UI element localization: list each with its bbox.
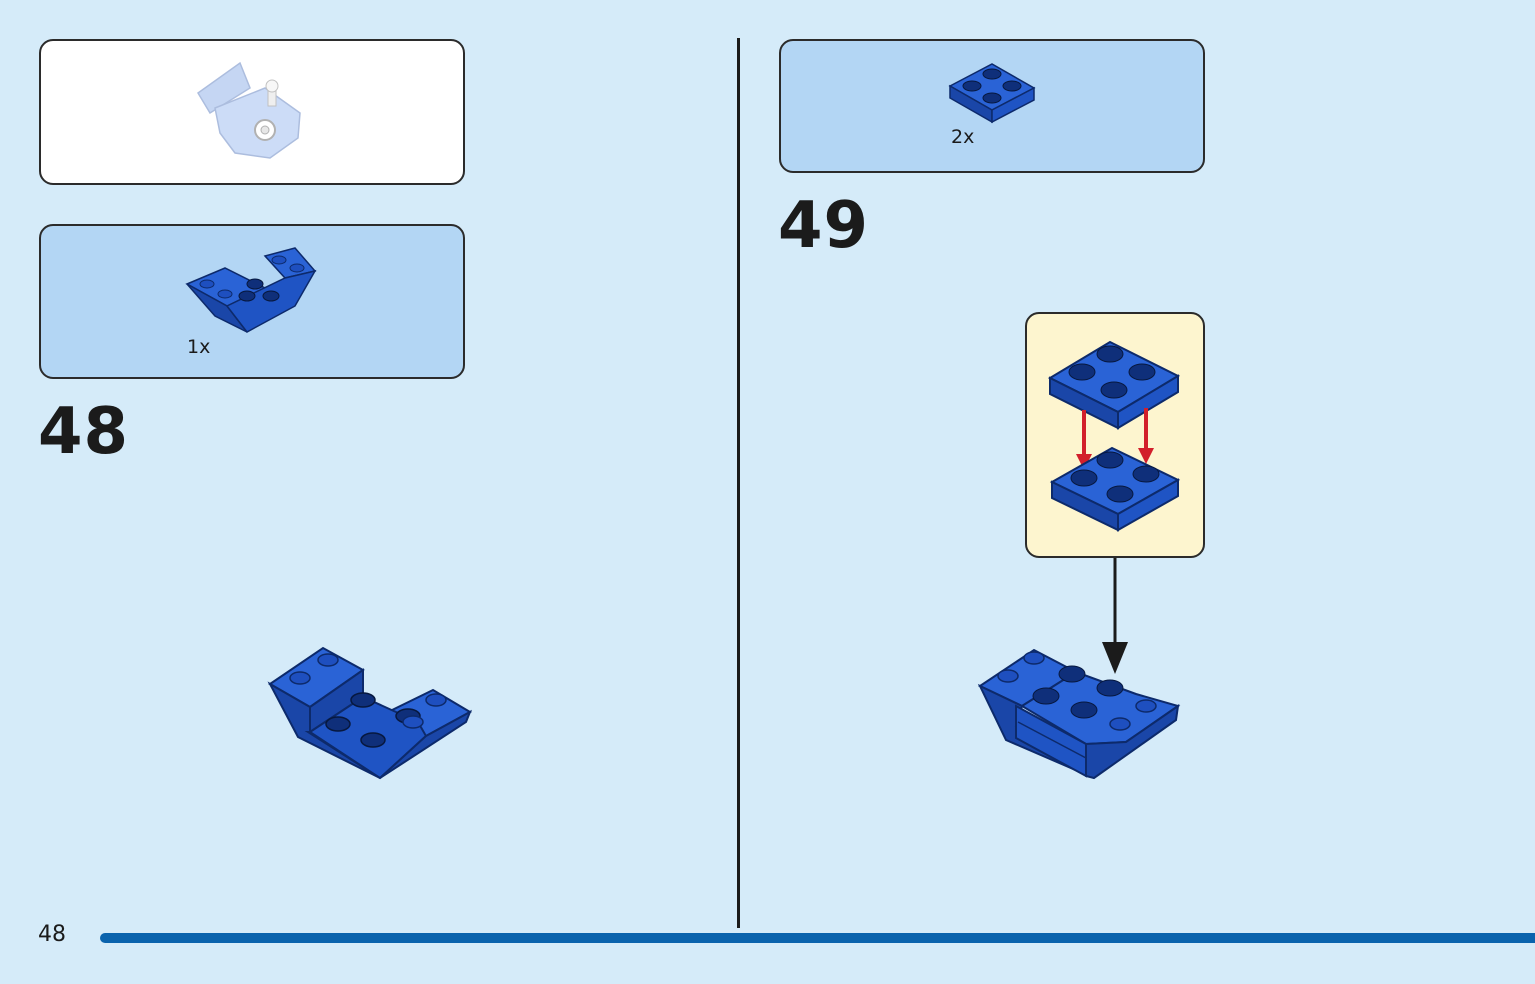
plate-2x2-part-icon	[948, 63, 1036, 124]
subassembly-plates-image	[1047, 340, 1181, 532]
page-number: 48	[38, 922, 66, 947]
attach-arrow	[1102, 558, 1128, 674]
previous-model-preview-box	[39, 39, 465, 185]
previous-model-preview-image	[197, 61, 301, 159]
footer-bar	[100, 933, 1535, 943]
page-divider	[737, 38, 740, 928]
step-48-model-image	[267, 646, 473, 780]
step-number-49: 49	[778, 189, 870, 263]
part-quantity-label: 1x	[187, 336, 211, 358]
inverted-slope-brick-part-icon	[185, 247, 317, 333]
step-number-48: 48	[38, 395, 130, 469]
part-quantity-label-step-49: 2x	[951, 126, 975, 148]
step-49-model-image	[977, 648, 1181, 780]
